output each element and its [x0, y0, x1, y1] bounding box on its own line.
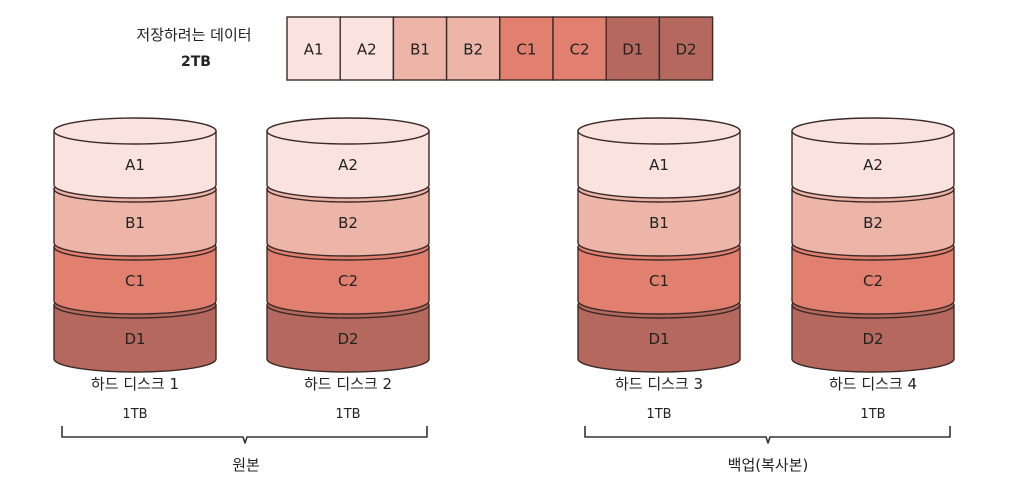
disk-segment-label: A1 — [125, 156, 145, 174]
data-block-label: B2 — [463, 41, 483, 59]
data-block-a2 — [339, 16, 395, 81]
disk-capacity: 1TB — [122, 407, 147, 422]
disk-segment-label: A1 — [649, 156, 669, 174]
disk-segment-label: C2 — [863, 272, 883, 290]
hard-disk-1: D1 C1 B1 A1 하드 디스크 1 1TB — [53, 117, 217, 422]
data-block-label: D1 — [622, 41, 643, 59]
backup-brace — [584, 426, 951, 444]
disk-segment-a2: A2 — [791, 117, 955, 199]
hard-disk-2: D2 C2 B2 A2 하드 디스크 2 1TB — [266, 117, 430, 422]
disk-segment-a2: A2 — [266, 117, 430, 199]
disk-segment-a1: A1 — [577, 117, 741, 199]
disk-name: 하드 디스크 4 — [829, 375, 917, 393]
original-brace — [61, 426, 428, 444]
disk-segment-label: D2 — [337, 330, 358, 348]
data-block-label: C2 — [570, 41, 590, 59]
data-block-c2 — [552, 16, 607, 81]
data-block-c1 — [499, 16, 554, 81]
disk-segment-label: B2 — [863, 214, 883, 232]
disk-segment-label: A2 — [863, 156, 883, 174]
backup-group-label: 백업(복사본) — [728, 456, 809, 474]
hard-disk-4: D2 C2 B2 A2 하드 디스크 4 1TB — [791, 117, 955, 422]
data-block-d1 — [605, 16, 661, 81]
disk-name: 하드 디스크 2 — [304, 375, 392, 393]
disk-segment-label: C1 — [649, 272, 669, 290]
data-block-label: C1 — [516, 41, 536, 59]
data-block-label: A1 — [304, 41, 324, 59]
data-block-d2 — [658, 16, 714, 81]
disk-segment-label: B1 — [125, 214, 145, 232]
data-block-a1 — [286, 16, 341, 81]
disk-name: 하드 디스크 1 — [91, 375, 179, 393]
data-block-strip: A1 A2 B1 B2 C1 C2 D1 D2 — [286, 16, 714, 81]
disk-capacity: 1TB — [860, 407, 885, 422]
disk-capacity: 1TB — [646, 407, 671, 422]
original-group-label: 원본 — [232, 456, 260, 474]
data-block-b1 — [392, 16, 448, 81]
disk-segment-label: C1 — [125, 272, 145, 290]
hard-disk-3: D1 C1 B1 A1 하드 디스크 3 1TB — [577, 117, 741, 422]
data-to-store-label: 저장하려는 데이터 — [136, 26, 251, 44]
disk-segment-label: D1 — [648, 330, 669, 348]
disk-segment-label: D2 — [862, 330, 883, 348]
disk-segment-label: D1 — [124, 330, 145, 348]
disk-segment-a1: A1 — [53, 117, 217, 199]
disk-name: 하드 디스크 3 — [615, 375, 703, 393]
data-to-store-size: 2TB — [181, 54, 211, 70]
disk-segment-label: B1 — [649, 214, 669, 232]
data-block-label: D2 — [675, 41, 696, 59]
data-block-label: A2 — [357, 41, 377, 59]
data-block-label: B1 — [410, 41, 430, 59]
disk-segment-label: B2 — [338, 214, 358, 232]
disk-segment-label: A2 — [338, 156, 358, 174]
disk-segment-label: C2 — [338, 272, 358, 290]
disk-capacity: 1TB — [335, 407, 360, 422]
